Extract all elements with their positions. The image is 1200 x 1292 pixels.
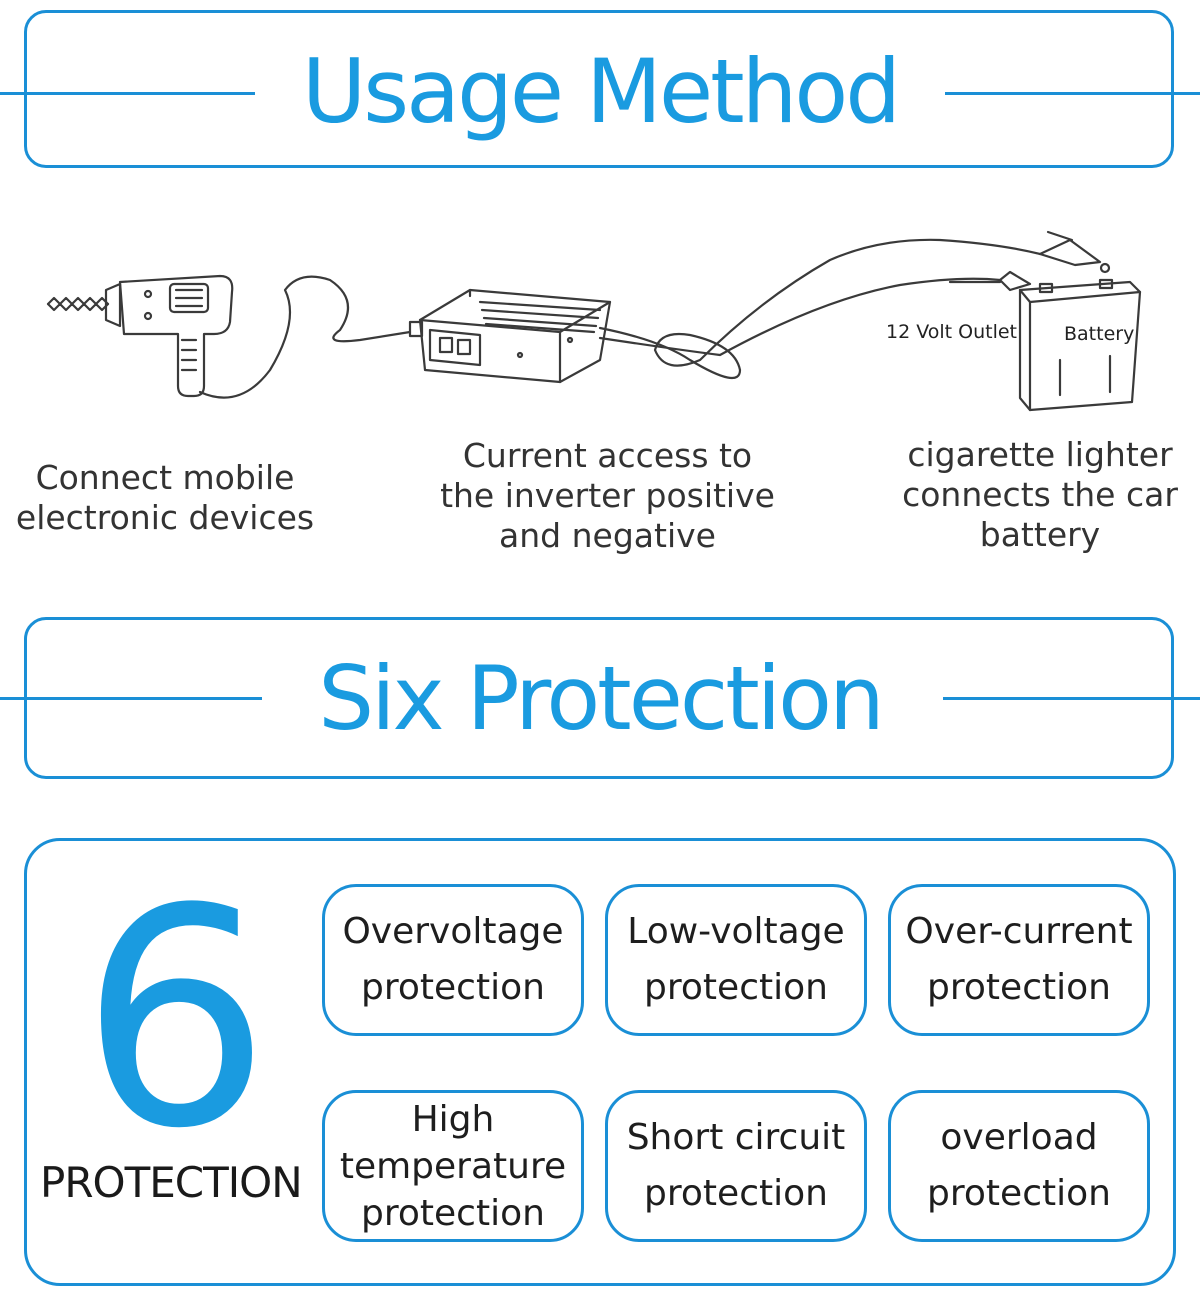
usage-banner	[24, 10, 1174, 168]
protection-item-overload: overload protection	[888, 1090, 1150, 1242]
protection-banner	[24, 617, 1174, 779]
protection-item-line: protection	[644, 967, 828, 1008]
caption-left-line-1: Connect mobile	[35, 458, 295, 497]
protection-item-line: protection	[644, 1173, 828, 1214]
protection-item-line: protection	[361, 1192, 545, 1234]
battery-label: Battery	[1064, 323, 1134, 345]
protection-item-high-temperature: High temperature protection	[322, 1090, 584, 1242]
protection-item-line: Over-current	[905, 911, 1133, 952]
usage-banner-line-right	[945, 92, 1200, 95]
protection-item-line: protection	[927, 1173, 1111, 1214]
protection-word: PROTECTION	[40, 1158, 303, 1207]
caption-middle: Current access to the inverter positive …	[425, 436, 790, 556]
protection-panel	[24, 838, 1176, 1286]
caption-left-line-2: electronic devices	[15, 498, 315, 537]
protection-banner-line-right	[943, 697, 1200, 700]
protection-item-line: Low-voltage	[627, 911, 845, 952]
caption-middle-line-1: Current access to	[462, 436, 753, 475]
protection-banner-line-left	[0, 697, 262, 700]
protection-item-overvoltage: Overvoltage protection	[322, 884, 584, 1036]
outlet-label: 12 Volt Outlet	[886, 321, 1017, 343]
caption-middle-line-2: the inverter positive	[440, 476, 775, 515]
big-number: 6	[80, 845, 271, 1194]
protection-item-line: temperature	[339, 1145, 567, 1187]
protection-item-line: protection	[361, 967, 545, 1008]
usage-banner-line-left	[0, 92, 255, 95]
battery-cables	[598, 230, 1111, 380]
drill-icon	[46, 274, 412, 399]
caption-left: Connect mobile electronic devices	[0, 458, 330, 538]
usage-diagram: 12 Volt Outlet Battery	[46, 230, 1142, 412]
protection-item-line: High	[411, 1098, 495, 1140]
battery-icon	[1018, 278, 1142, 412]
usage-banner-title: Usage Method	[301, 40, 901, 143]
protection-item-line: Short circuit	[626, 1117, 846, 1158]
caption-right: cigarette lighter connects the car batte…	[880, 435, 1200, 555]
protection-banner-title: Six Protection	[318, 647, 885, 750]
protection-item-line: overload	[940, 1117, 1098, 1158]
protection-item-low-voltage: Low-voltage protection	[605, 884, 867, 1036]
protection-item-over-current: Over-current protection	[888, 884, 1150, 1036]
protection-item-line: protection	[927, 967, 1111, 1008]
protection-item-short-circuit: Short circuit protection	[605, 1090, 867, 1242]
caption-right-line-3: battery	[979, 515, 1101, 554]
caption-right-line-2: connects the car	[902, 475, 1178, 514]
inverter-icon	[408, 288, 612, 384]
caption-right-line-1: cigarette lighter	[907, 435, 1173, 474]
protection-item-line: Overvoltage	[342, 911, 564, 952]
caption-middle-line-3: and negative	[499, 516, 716, 555]
